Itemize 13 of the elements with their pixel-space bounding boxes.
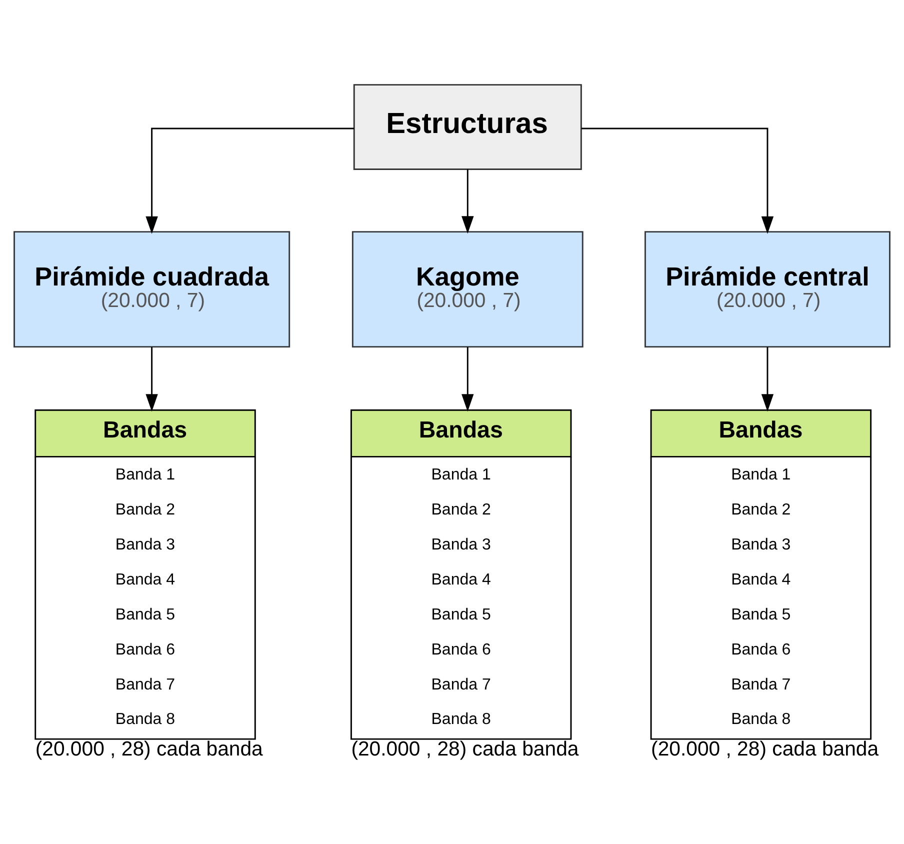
node-label: (20.000 , 28) cada banda (351, 738, 579, 760)
arrow (146, 346, 158, 412)
arrow (581, 127, 774, 234)
node-box: Kagome (20.000 , 7) (352, 230, 584, 348)
arrow (462, 168, 474, 234)
node-label: (20.000 , 28) cada banda (35, 738, 263, 760)
node-label: (20.000 , 28) cada banda (651, 738, 879, 760)
arrow (761, 346, 774, 412)
node-box: Pirámide central (20.000 , 7) (644, 230, 890, 348)
arrow (146, 127, 354, 234)
node-box: Pirámide cuadrada (20.000 , 7) (14, 230, 290, 348)
node-box: Estructuras (353, 84, 582, 170)
arrow (462, 346, 474, 412)
